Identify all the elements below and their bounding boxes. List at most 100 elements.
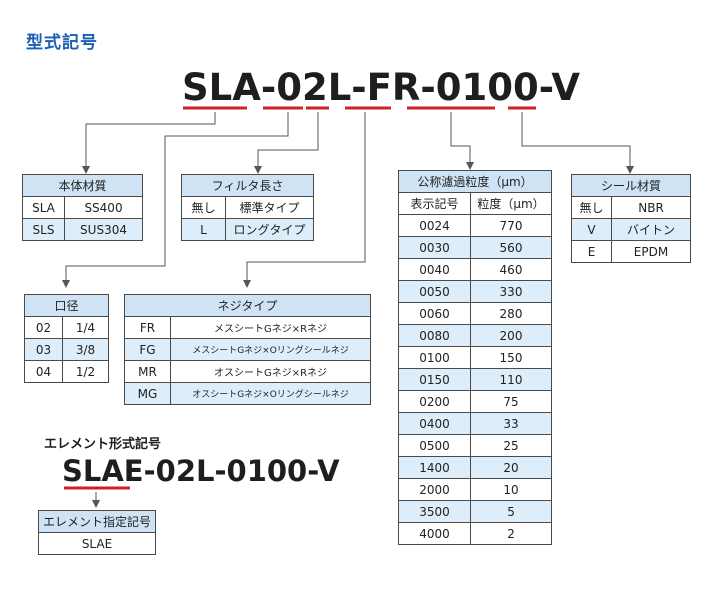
filtration-size: 25 [469,434,553,457]
port-size-code: 04 [24,360,63,383]
element-table-title: エレメント指定記号 [38,510,156,533]
body-material-title: 本体材質 [21,174,144,197]
element-table: エレメント指定記号 SLAE [38,510,156,555]
model-code: SLA-02L-FR-0100-V [182,66,581,109]
connector-port [65,112,289,280]
filtration-code: 0080 [398,324,471,347]
arrow-filtration [466,162,474,170]
seal-material-value: バイトン [610,218,692,241]
port-size-code: 02 [24,316,63,339]
seal-material-code: 無し [571,196,612,219]
thread-type-value: オスシートGネジ×Rネジ [169,360,372,383]
filtration-code: 0040 [398,258,471,281]
filtration-size: 10 [469,478,553,501]
connector-filtration [450,112,471,162]
filtration-size: 150 [469,346,553,369]
seal-material-code: V [571,218,612,241]
arrow-body [82,166,90,174]
filtration-code: 0500 [398,434,471,457]
port-size-code: 03 [24,338,63,361]
filtration-size: 75 [469,390,553,413]
filtration-col-size: 粒度（μm） [469,192,553,215]
filter-length-code: 無し [181,196,226,219]
port-size-value: 1/2 [61,360,110,383]
seal-material-value: EPDM [610,240,692,263]
filtration-code: 0200 [398,390,471,413]
filtration-code: 0060 [398,302,471,325]
filtration-code: 2000 [398,478,471,501]
connector-seal [521,112,631,166]
page-heading: 型式記号 [26,33,98,53]
filtration-code: 1400 [398,456,471,479]
filtration-code: 3500 [398,500,471,523]
thread-type-title: ネジタイプ [123,294,372,317]
filtration-code: 0100 [398,346,471,369]
element-heading: エレメント形式記号 [44,437,162,452]
filtration-title: 公称濾過粒度（μm） [397,170,553,193]
filtration-col-code: 表示記号 [398,192,471,215]
filtration-size: 110 [469,368,553,391]
thread-type-code: FG [124,338,171,361]
filtration-code: 0150 [398,368,471,391]
arrow-port [62,280,70,288]
arrow-element [92,500,100,508]
port-size-value: 3/8 [61,338,110,361]
filtration-size: 330 [469,280,553,303]
thread-type-value: メスシートGネジ×Rネジ [169,316,372,339]
filter-length-value: 標準タイプ [224,196,315,219]
seal-material-value: NBR [610,196,692,219]
seal-material-code: E [571,240,612,263]
body-material-value: SS400 [63,196,144,219]
arrow-thread [243,280,251,288]
arrow-seal [626,166,634,174]
filtration-size: 280 [469,302,553,325]
filtration-size: 770 [469,214,553,237]
filtration-code: 0050 [398,280,471,303]
thread-type-code: FR [124,316,171,339]
filtration-size: 2 [469,522,553,545]
filtration-size: 560 [469,236,553,259]
filter-length-code: L [181,218,226,241]
filtration-code: 0024 [398,214,471,237]
thread-type-code: MR [124,360,171,383]
filter-length-value: ロングタイプ [224,218,315,241]
port-size-title: 口径 [23,294,110,317]
filter-length-title: フィルタ長さ [180,174,315,197]
body-material-code: SLS [22,218,65,241]
filtration-size: 33 [469,412,553,435]
arrow-length [254,166,262,174]
filtration-code: 0400 [398,412,471,435]
connector-length [257,112,319,166]
element-model-code: SLAE-02L-0100-V [62,454,340,488]
filtration-size: 5 [469,500,553,523]
seal-material-title: シール材質 [570,174,692,197]
filtration-code: 0030 [398,236,471,259]
body-material-value: SUS304 [63,218,144,241]
thread-type-value: メスシートGネジ×Oリングシールネジ [169,338,372,361]
thread-type-code: MG [124,382,171,405]
port-size-value: 1/4 [61,316,110,339]
filtration-code: 4000 [398,522,471,545]
element-table-value: SLAE [38,532,156,555]
connector-body [85,112,216,166]
thread-type-value: オスシートGネジ×Oリングシールネジ [169,382,372,405]
filtration-size: 20 [469,456,553,479]
